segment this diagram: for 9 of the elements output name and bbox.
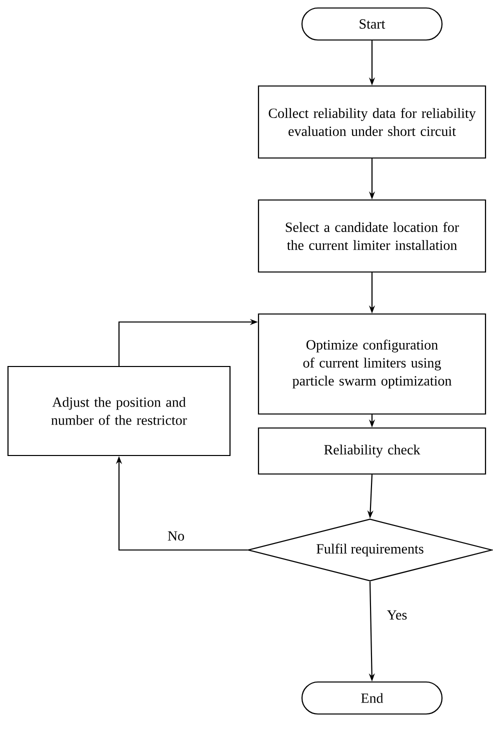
process-box: Adjust the position and number of the restrictor — [7, 366, 231, 456]
process-box: Reliability check — [258, 427, 486, 475]
terminator: End — [301, 681, 443, 715]
process-box: Optimize configuration of current limiters using particle swarm optimization — [258, 313, 486, 415]
edge-label: No — [166, 530, 186, 542]
process-box: Collect reliability data for reliability evaluation under short circuit — [258, 85, 486, 159]
edge-label: Yes — [386, 609, 408, 621]
process-box: Select a candidate location for the current limiter installation — [258, 199, 486, 273]
terminator: Start — [301, 7, 443, 41]
